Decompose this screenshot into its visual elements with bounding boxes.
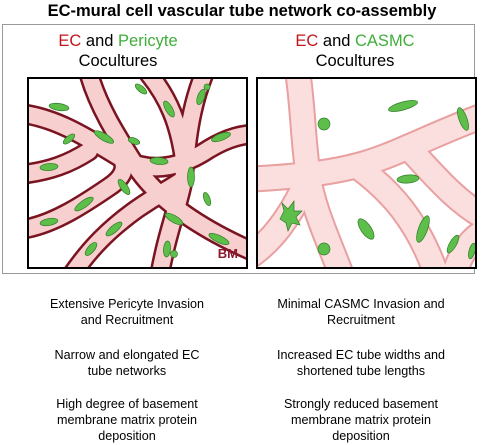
- left-heading-ec: EC: [58, 32, 82, 50]
- casmc-coculture-illustration: [256, 77, 477, 269]
- left-finding-1-line-1: Extensive Pericyte Invasion: [50, 297, 204, 311]
- left-heading-cocultures: Cocultures: [78, 52, 158, 70]
- right-finding-2-line-2: shortened tube lengths: [296, 364, 426, 378]
- left-finding-3-line-3: deposition: [98, 429, 156, 443]
- right-finding-3-line-2: membrane matrix protein: [291, 413, 431, 427]
- figure-title: EC-mural cell vascular tube network co-a…: [47, 2, 437, 20]
- right-finding-3: Strongly reduced basement membrane matri…: [246, 396, 476, 444]
- pericyte-network-svg: [29, 79, 246, 267]
- right-finding-2-line-1: Increased EC tube widths and: [276, 348, 446, 362]
- right-finding-1-line-2: Recruitment: [327, 313, 395, 327]
- right-tube-lumens: [258, 79, 475, 267]
- left-finding-3-line-2: membrane matrix protein: [57, 413, 197, 427]
- right-finding-1-line-1: Minimal CASMC Invasion and: [277, 297, 445, 311]
- right-finding-3-line-1: Strongly reduced basement: [283, 397, 438, 411]
- left-heading-and: and: [85, 32, 114, 50]
- left-finding-1: Extensive Pericyte Invasion and Recruitm…: [12, 296, 242, 328]
- casmc-cells: [279, 100, 475, 260]
- right-heading-cocultures: Cocultures: [315, 52, 395, 70]
- right-finding-1: Minimal CASMC Invasion and Recruitment: [246, 296, 476, 328]
- pericyte-cells: [39, 83, 231, 258]
- left-panel-heading: EC and Pericyte Cocultures: [0, 31, 238, 71]
- right-panel-heading: EC and CASMC Cocultures: [235, 31, 475, 71]
- left-finding-3-line-1: High degree of basement: [56, 397, 198, 411]
- pericyte-coculture-illustration: BM: [27, 77, 248, 269]
- left-finding-3: High degree of basement membrane matrix …: [12, 396, 242, 444]
- right-finding-2: Increased EC tube widths and shortened t…: [246, 347, 476, 379]
- right-heading-and: and: [322, 32, 351, 50]
- right-heading-ec: EC: [295, 32, 319, 50]
- left-heading-pericyte: Pericyte: [118, 32, 178, 50]
- bm-label: BM: [217, 246, 238, 261]
- right-finding-3-line-3: deposition: [332, 429, 390, 443]
- left-finding-1-line-2: and Recruitment: [80, 313, 174, 327]
- left-finding-2: Narrow and elongated EC tube networks: [12, 347, 242, 379]
- left-finding-2-line-1: Narrow and elongated EC: [54, 348, 200, 362]
- left-tube-lumens: [29, 79, 246, 267]
- right-heading-casmc: CASMC: [355, 32, 415, 50]
- left-finding-2-line-2: tube networks: [87, 364, 167, 378]
- casmc-network-svg: [258, 79, 475, 267]
